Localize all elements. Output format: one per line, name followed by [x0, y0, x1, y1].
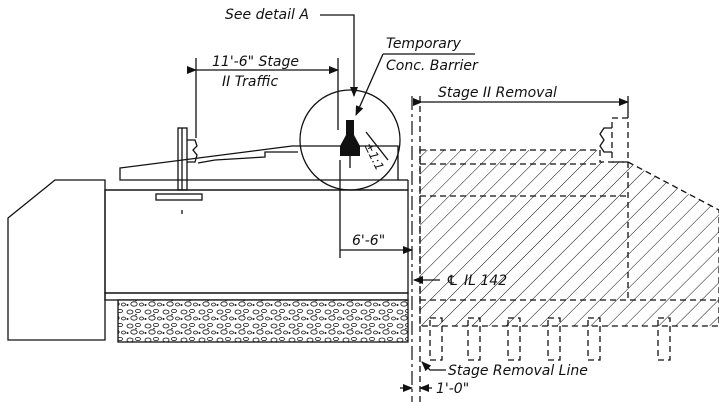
label-removal-line: Stage Removal Line [448, 363, 588, 379]
label-dim-6-6: 6'-6" [352, 233, 385, 249]
railing-post-left [177, 127, 198, 191]
pile [507, 317, 521, 361]
pile [657, 317, 671, 361]
gravel-footing [117, 299, 409, 343]
abutment-wall [7, 179, 106, 341]
label-barrier-2: Conc. Barrier [386, 58, 479, 74]
removal-area [419, 117, 719, 361]
label-see-detail-a: See detail A [225, 7, 309, 23]
label-dim-1-0: 1'-0" [436, 381, 469, 397]
deck-slab [119, 145, 399, 181]
railing-post-right-bracket [599, 127, 612, 153]
label-stage-traffic-1: 11'-6" Stage [212, 54, 299, 70]
label-stage-removal: Stage II Removal [438, 85, 557, 101]
detail-a-leader [320, 14, 358, 97]
label-stage-traffic-2: II Traffic [222, 74, 279, 90]
dimension-stage-traffic [187, 58, 339, 138]
footing-top [104, 292, 409, 301]
pile [429, 317, 443, 361]
removal-line-leader [421, 361, 446, 372]
barrier-leader [355, 53, 475, 116]
label-barrier-1: Temporary [386, 36, 462, 52]
pile [587, 317, 601, 361]
existing-structure [7, 145, 409, 343]
deck-lane-mark [197, 151, 298, 164]
pile [467, 317, 481, 361]
label-centerline-text: IL 142 [464, 273, 507, 289]
label-slope: ±1:1 [361, 140, 386, 173]
temporary-concrete-barrier [340, 120, 360, 168]
bearing-plate [155, 193, 203, 201]
removal-hatch [419, 149, 719, 327]
slope-line [365, 131, 389, 161]
pile [547, 317, 561, 361]
label-centerline-symbol: ℄ [446, 273, 459, 289]
railing-post-right [611, 117, 629, 163]
